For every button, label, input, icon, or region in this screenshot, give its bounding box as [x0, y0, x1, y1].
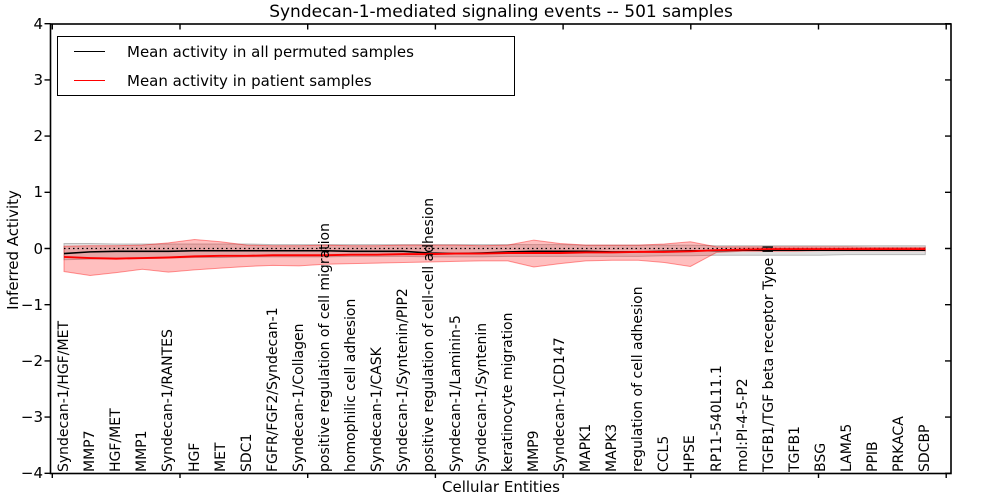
legend-label-permuted: Mean activity in all permuted samples	[127, 42, 414, 61]
legend-line-patient-swatch	[74, 80, 105, 81]
chart-title: Syndecan-1-mediated signaling events -- …	[269, 2, 733, 22]
axis-tick-marks	[44, 23, 951, 478]
legend-item-patient: Mean activity in patient samples	[58, 66, 514, 95]
legend-label-patient: Mean activity in patient samples	[127, 71, 372, 90]
patient-mean-line	[63, 248, 926, 260]
x-axis-label: Cellular Entities	[442, 478, 560, 496]
legend-line-permuted-swatch	[74, 51, 105, 52]
legend: Mean activity in all permuted samples Me…	[57, 36, 515, 96]
legend-item-permuted: Mean activity in all permuted samples	[58, 37, 514, 66]
y-axis-label: Inferred Activity	[4, 190, 22, 310]
